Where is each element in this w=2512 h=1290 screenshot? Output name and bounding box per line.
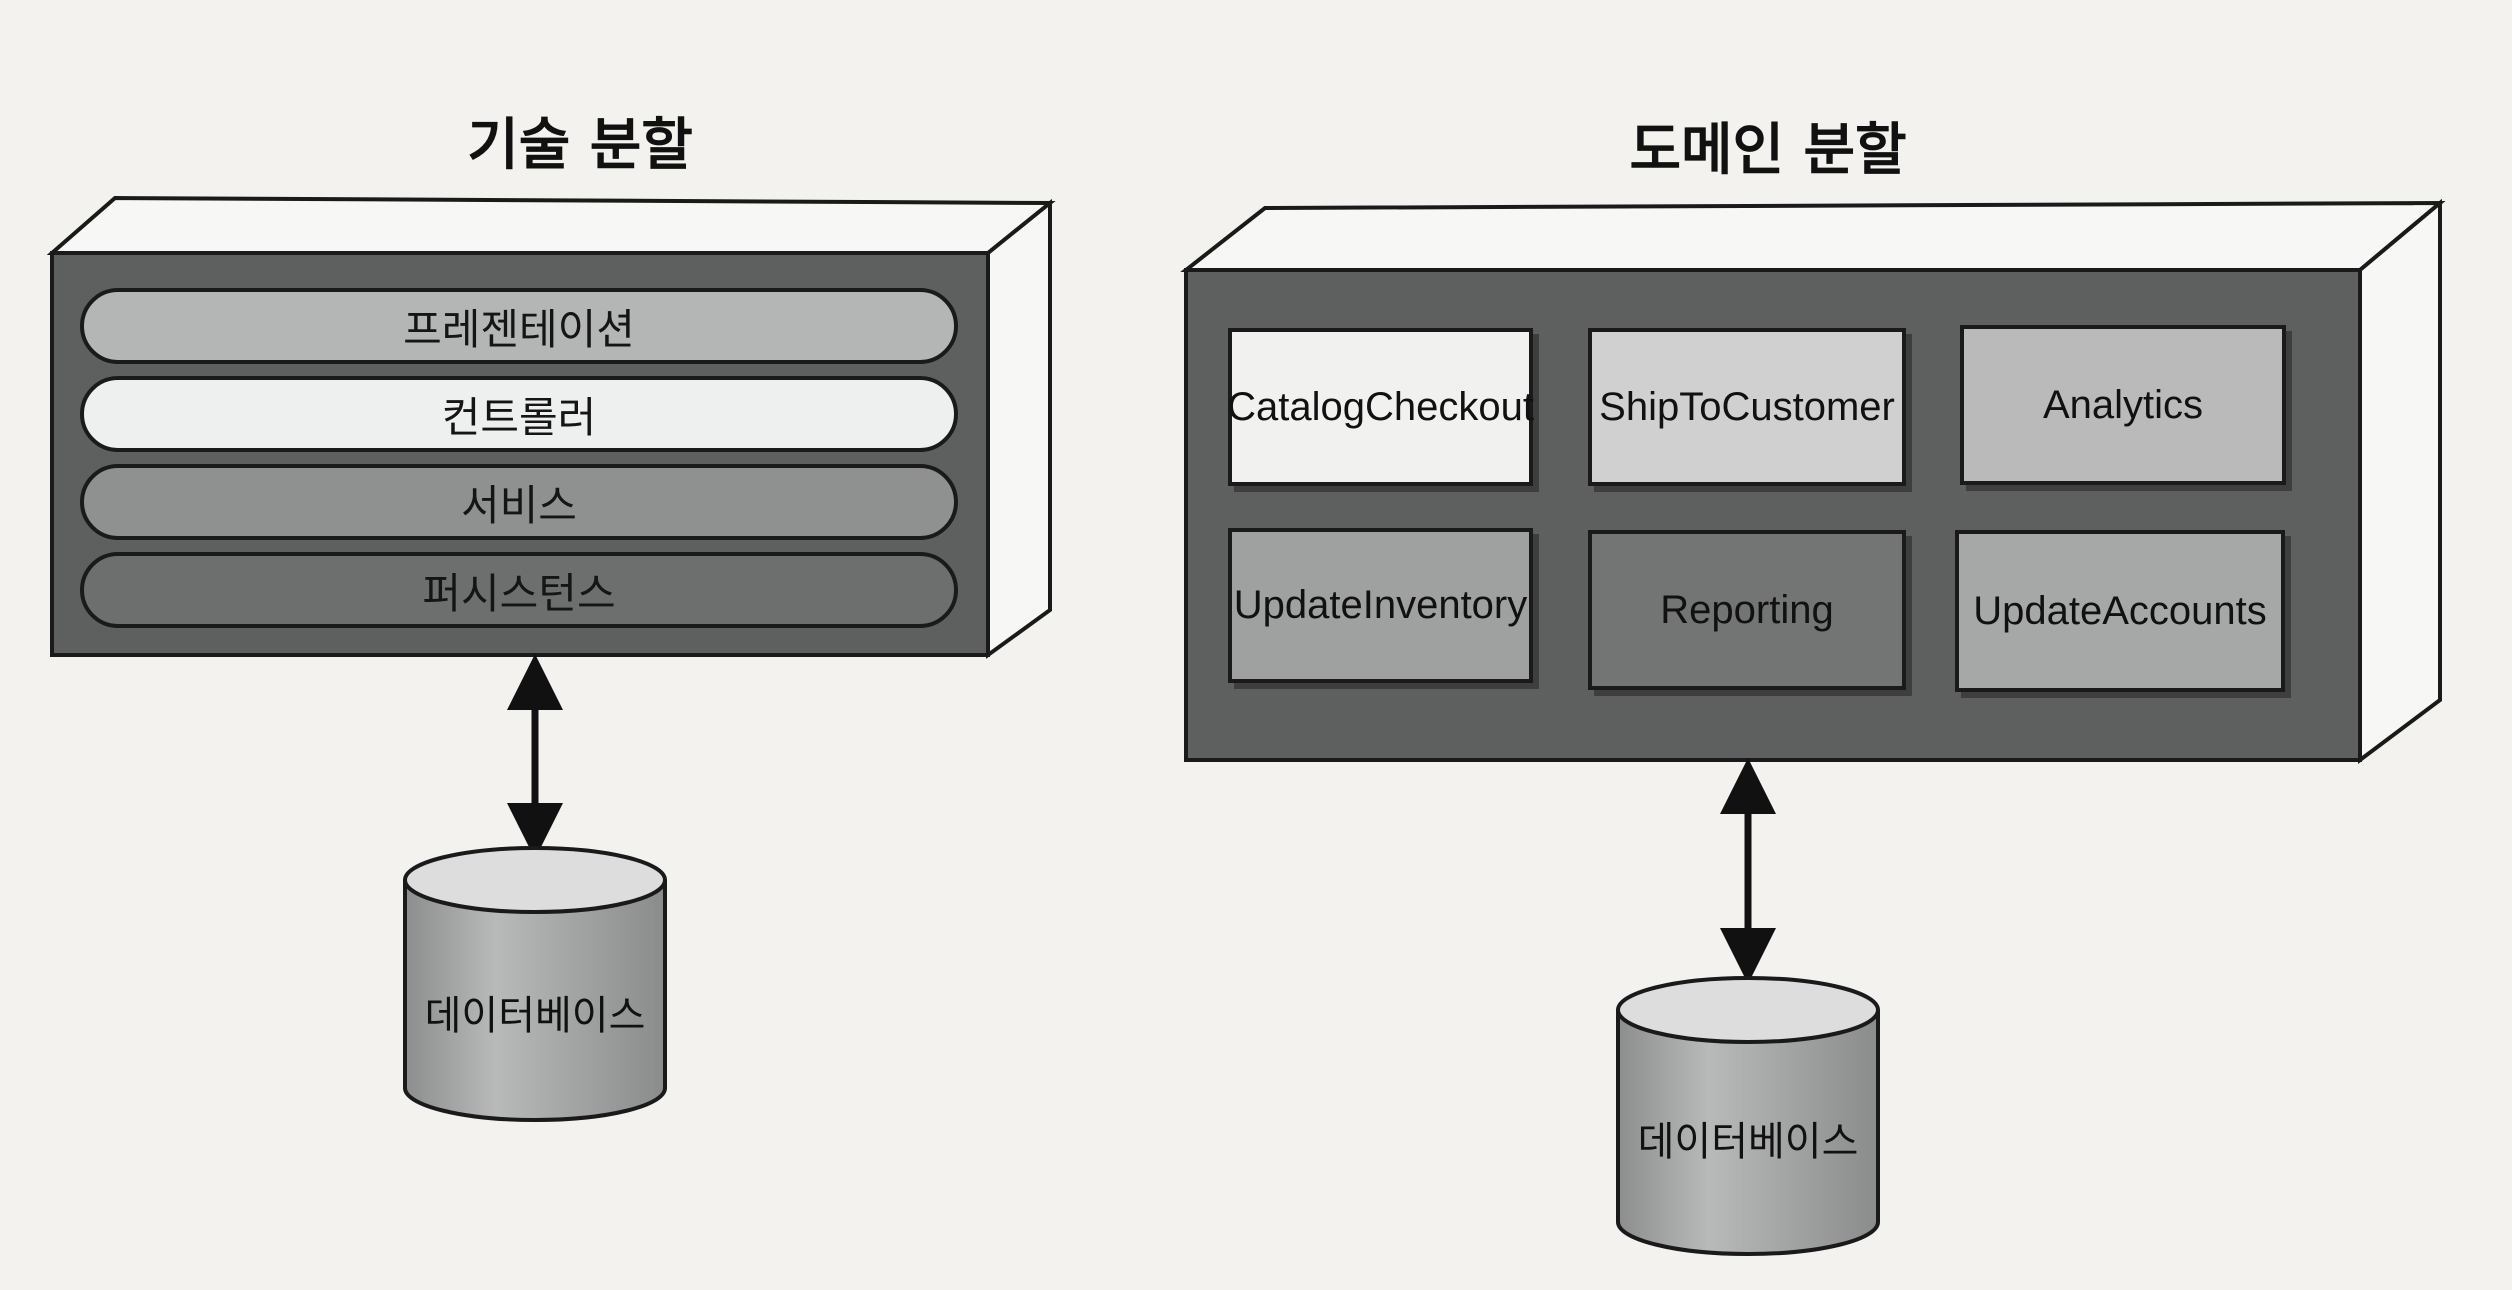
technical-database-cylinder — [403, 846, 667, 1122]
domain-box-top — [1180, 200, 2446, 272]
module-update-accounts: UpdateAccounts — [1955, 530, 2285, 692]
layer-controller: 컨트롤러 — [80, 376, 958, 452]
module-catalog-checkout: CatalogCheckout — [1227, 328, 1534, 486]
domain-box-side — [2358, 198, 2442, 764]
domain-database-cylinder — [1616, 976, 1880, 1256]
technical-database-label: 데이터베이스 — [424, 993, 646, 1039]
technical-box-top — [46, 195, 1056, 255]
domain-partition-title: 도메인 분할 — [1629, 118, 1907, 183]
domain-database-top — [1616, 976, 1880, 1044]
domain-database-label: 데이터베이스 — [1637, 1119, 1859, 1165]
module-analytics: Analytics — [1960, 325, 2286, 485]
layer-persistence: 퍼시스턴스 — [80, 552, 958, 628]
layer-presentation: 프레젠테이션 — [80, 288, 958, 364]
layer-service: 서비스 — [80, 464, 958, 540]
module-reporting: Reporting — [1588, 530, 1906, 690]
technical-partition-title: 기술 분할 — [467, 113, 693, 178]
technical-database-top — [403, 846, 667, 914]
technical-box-side — [986, 198, 1052, 659]
module-ship-to-customer: ShipToCustomer — [1588, 328, 1906, 486]
module-update-inventory: UpdateInventory — [1228, 528, 1533, 683]
